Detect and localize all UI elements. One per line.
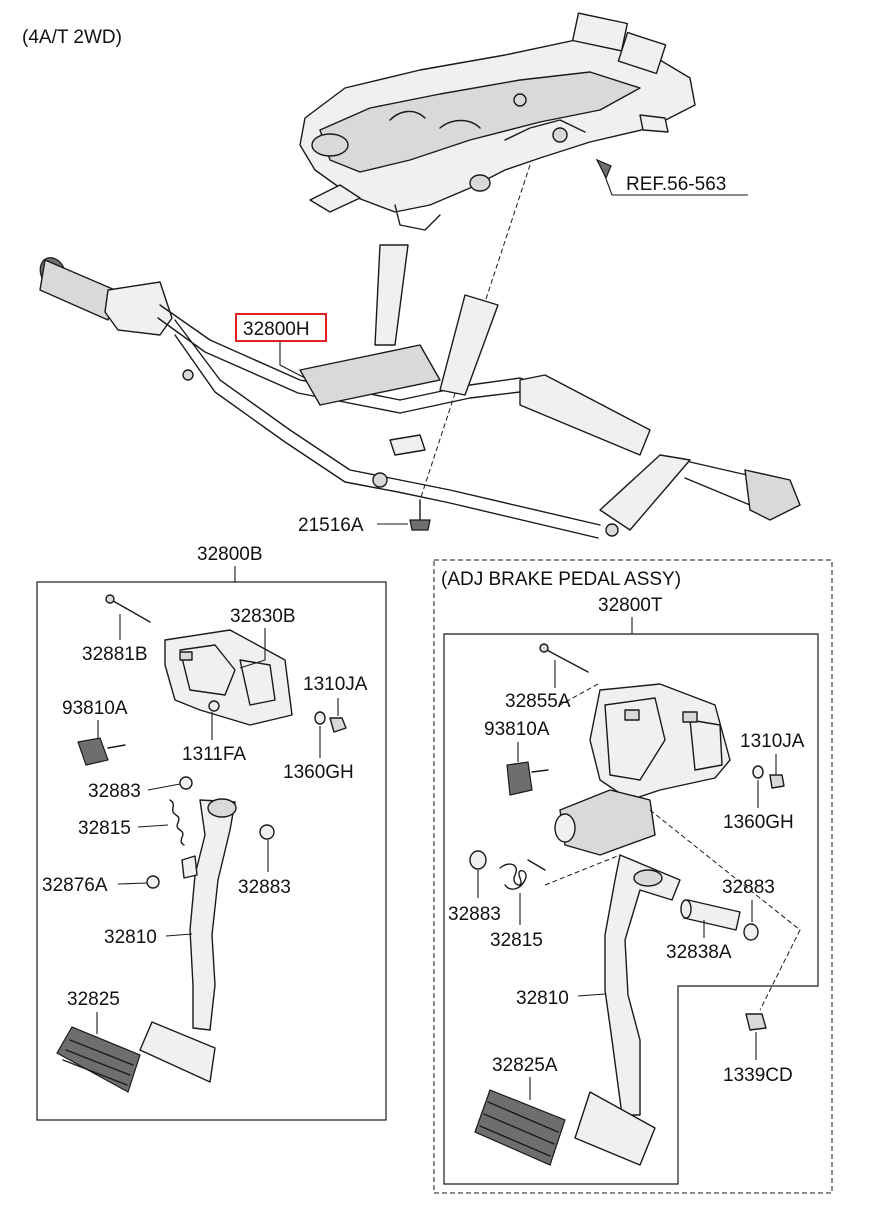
- label-32883-adj-left[interactable]: 32883: [448, 904, 501, 925]
- label-1310JA-adj[interactable]: 1310JA: [740, 731, 805, 752]
- brake-pedal-icon: [56, 594, 347, 1093]
- adj-assy-title: (ADJ BRAKE PEDAL ASSY): [441, 569, 681, 590]
- label-32881B[interactable]: 32881B: [82, 644, 148, 665]
- highlight-box: [235, 313, 327, 342]
- standard-pedal-frame: [36, 581, 387, 1121]
- label-1311FA[interactable]: 1311FA: [182, 744, 246, 765]
- label-32800B[interactable]: 32800B: [197, 544, 263, 565]
- cowl-cross-bar-icon: [39, 244, 801, 539]
- reference-label: REF.56-563: [626, 174, 726, 195]
- label-32800H[interactable]: 32800H: [243, 319, 310, 340]
- label-1360GH-adj[interactable]: 1360GH: [723, 812, 794, 833]
- label-32800T[interactable]: 32800T: [598, 595, 663, 616]
- label-1360GH-std[interactable]: 1360GH: [283, 762, 354, 783]
- label-93810A-std[interactable]: 93810A: [62, 698, 128, 719]
- label-32810-adj[interactable]: 32810: [516, 988, 569, 1009]
- label-32815-std[interactable]: 32815: [78, 818, 131, 839]
- label-32855A[interactable]: 32855A: [505, 691, 571, 712]
- adjustable-brake-pedal-icon: [469, 643, 785, 1166]
- label-1339CD[interactable]: 1339CD: [723, 1065, 793, 1086]
- label-32830B[interactable]: 32830B: [230, 606, 296, 627]
- label-32883-std-a[interactable]: 32883: [88, 781, 141, 802]
- label-1310JA-std[interactable]: 1310JA: [303, 674, 368, 695]
- adjustable-pedal-frame: [443, 633, 819, 1185]
- label-32810-std[interactable]: 32810: [104, 927, 157, 948]
- label-32815-adj[interactable]: 32815: [490, 930, 543, 951]
- label-32825[interactable]: 32825: [67, 989, 120, 1010]
- label-32876A[interactable]: 32876A: [42, 875, 108, 896]
- label-21516A[interactable]: 21516A: [298, 515, 364, 536]
- label-32883-std-b[interactable]: 32883: [238, 877, 291, 898]
- adjustable-pedal-outer-frame: [433, 559, 833, 1194]
- steering-column-assembly-icon: [299, 12, 696, 231]
- variant-label: (4A/T 2WD): [22, 27, 122, 48]
- label-32838A[interactable]: 32838A: [666, 942, 732, 963]
- label-93810A-adj[interactable]: 93810A: [484, 719, 550, 740]
- label-32883-adj-right[interactable]: 32883: [722, 877, 775, 898]
- label-32825A[interactable]: 32825A: [492, 1055, 558, 1076]
